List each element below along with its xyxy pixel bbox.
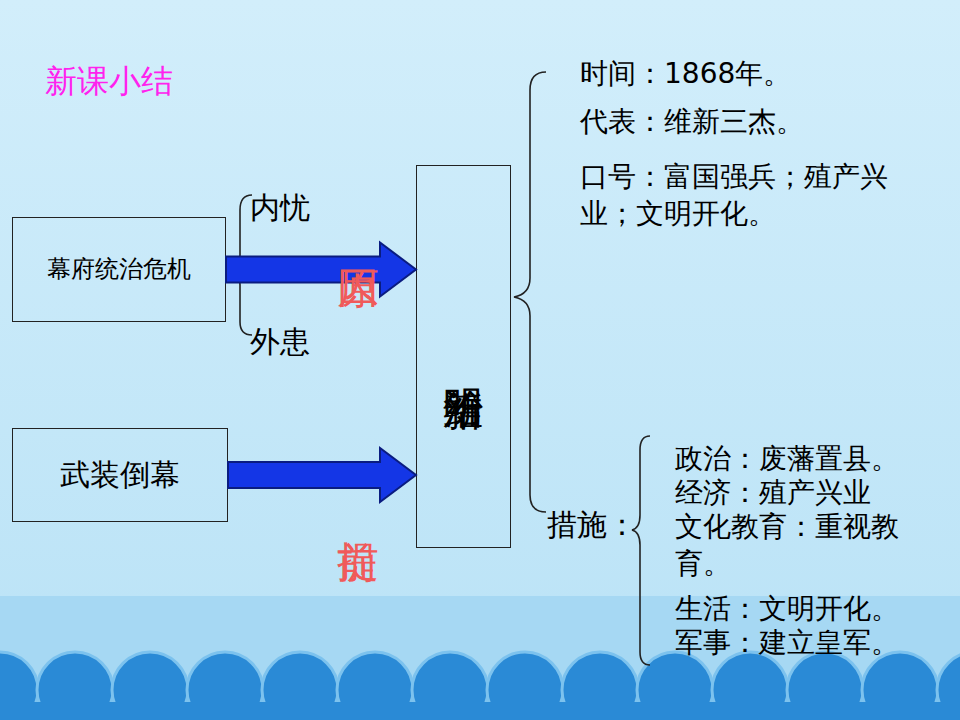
note-text: 措施： <box>547 505 637 545</box>
slide-title: 新课小结 <box>45 60 173 104</box>
note-text: 军事：建立皇军。 <box>675 624 915 661</box>
note-text: 经济：殖产兴业 <box>675 474 915 511</box>
note-text: 政治：废藩置县。 <box>675 440 915 477</box>
concept-box: 明治维新 <box>416 165 511 548</box>
note-text: 生活：文明开化。 <box>675 590 915 627</box>
right-brace <box>514 72 546 512</box>
note-text: 代表：维新三杰。 <box>580 103 920 140</box>
box-text: 武装倒幕 <box>60 458 180 493</box>
note-text: 文化教育：重视教育。 <box>675 508 915 582</box>
block-arrow <box>228 448 416 502</box>
block-arrow <box>226 243 416 297</box>
concept-box: 幕府统治危机 <box>12 217 226 322</box>
note-text: 口号：富国强兵；殖产兴业；文明开化。 <box>580 158 900 232</box>
note-text: 外患 <box>250 322 330 362</box>
note-text: 内忧 <box>250 188 330 228</box>
concept-box: 武装倒幕 <box>12 428 228 522</box>
box-text: 幕府统治危机 <box>47 256 191 284</box>
measures-brace <box>632 436 650 665</box>
note-text: 时间：1868年。 <box>580 55 920 92</box>
